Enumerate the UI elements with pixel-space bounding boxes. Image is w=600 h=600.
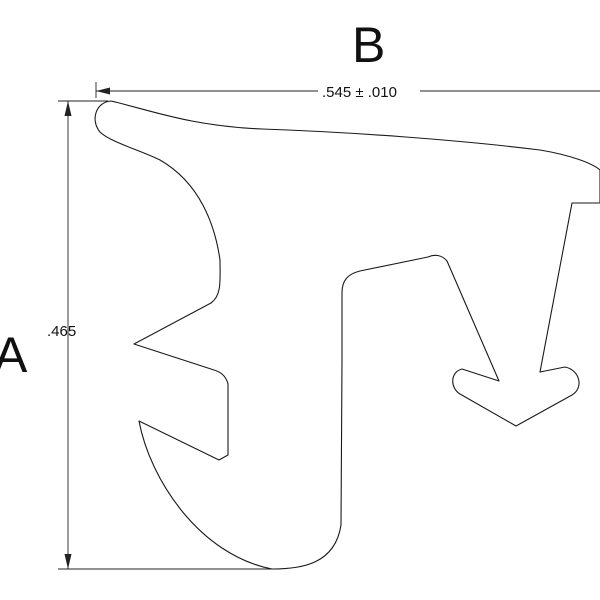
- height-dimension-value: .465: [47, 323, 76, 340]
- width-dimension: .545 ± .010: [95, 82, 600, 101]
- height-arrowhead-top: [64, 101, 72, 116]
- width-letter-label: B: [352, 17, 385, 73]
- height-letter-label: A: [0, 327, 28, 383]
- width-dimension-value: .545 ± .010: [322, 84, 397, 101]
- height-arrowhead-bottom: [64, 554, 72, 569]
- height-dimension: .465: [47, 100, 272, 570]
- seal-profile-outline: [94, 100, 600, 570]
- width-arrowhead-left: [96, 87, 110, 95]
